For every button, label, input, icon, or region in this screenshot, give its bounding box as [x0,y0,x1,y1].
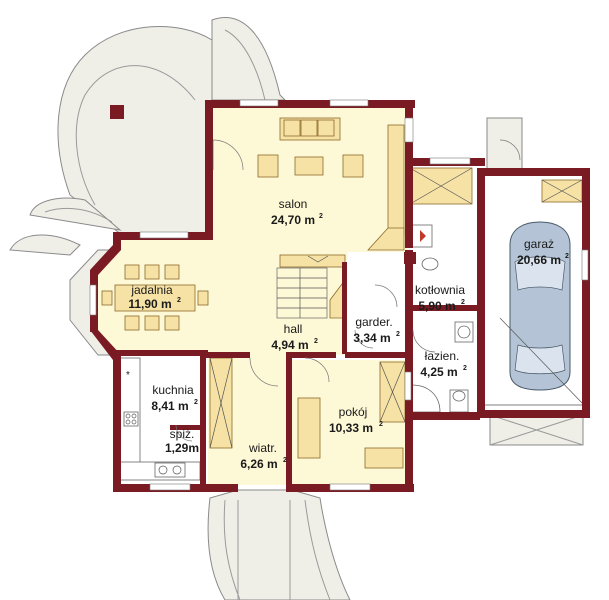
room-label-kuchnia: kuchnia 8,41 m 2 [151,383,198,413]
svg-text:2: 2 [396,331,400,338]
room-area: 24,70 m [271,213,315,227]
room-area: 3,34 m [353,331,390,345]
room-area: 1,29m [165,441,199,455]
doors [175,139,521,442]
svg-text:*: * [126,370,130,381]
room-label-garder: garder. 3,34 m 2 [353,315,400,345]
svg-text:2: 2 [314,338,318,345]
chimney-block [110,105,124,119]
svg-text:2: 2 [565,253,569,260]
room-label-pokoj: pokój 10,33 m 2 [329,405,383,435]
room-area: 6,26 m [240,457,277,471]
room-label-hall: hall 4,94 m 2 [271,322,318,352]
room-name: łazien. [425,349,460,363]
entrance-steps [207,489,351,600]
room-name: garaż [524,237,554,251]
room-name: salon [279,197,308,211]
room-name: pokój [339,405,368,419]
room-name: garder. [355,315,392,329]
room-area: 11,90 m [128,297,171,311]
svg-text:2: 2 [177,297,181,304]
garage-car [480,179,585,406]
room-name: hall [284,322,303,336]
terrace-wing-right [211,17,287,101]
terrace-north-round [57,26,241,236]
kitchen-furniture: * [119,357,201,481]
room-label-lazien: łazien. 4,25 m 2 [420,349,467,379]
room-name: spiż. [170,427,195,441]
terrace-wing-left [9,197,122,256]
wardrobes [209,167,473,449]
room-area: 10,33 m [329,421,373,435]
svg-text:2: 2 [194,399,198,406]
windows [89,99,589,491]
room-area: 4,94 m [271,338,308,352]
staircase [276,267,346,319]
room-area: 5,90 m [418,299,455,313]
room-name: jadalnia [130,283,173,297]
bedroom-furniture [297,397,404,469]
room-label-garaz: garaż 20,66 m 2 [517,237,569,267]
svg-text:2: 2 [319,213,323,220]
room-label-spiz: spiż. 1,29m [165,427,199,455]
room-label-wiatr: wiatr. 6,26 m 2 [240,441,287,471]
svg-text:2: 2 [463,365,467,372]
room-area: 4,25 m [420,365,457,379]
svg-text:2: 2 [283,457,287,464]
svg-text:2: 2 [379,421,383,428]
svg-text:2: 2 [461,299,465,306]
room-label-jadalnia: jadalnia 11,90 m 2 [128,283,181,311]
room-area: 8,41 m [151,399,188,413]
salon-furniture [257,117,405,268]
room-name: wiatr. [248,441,277,455]
room-name: kotłownia [415,283,465,297]
room-label-salon: salon 24,70 m 2 [271,197,323,227]
room-area: 20,66 m [517,253,561,267]
room-label-kotlownia: kotłownia 5,90 m 2 [415,283,465,313]
room-name: kuchnia [152,383,194,397]
bathroom-fixtures [411,321,474,413]
dining-furniture [101,264,209,331]
